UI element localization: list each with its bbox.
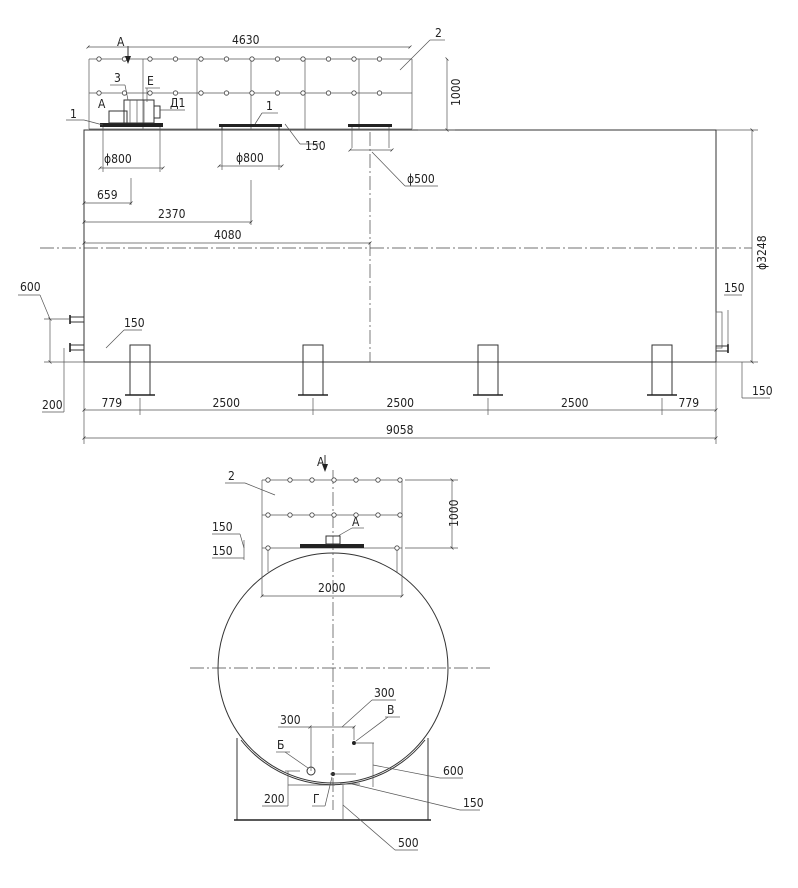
- end-dim-300b: 300: [374, 686, 395, 700]
- dim-total-length: 9058: [386, 423, 414, 437]
- railing-post: [325, 56, 332, 62]
- support-leg: [302, 344, 324, 396]
- railing-post: [325, 90, 332, 96]
- dim-659: 659: [97, 188, 118, 202]
- railing-post: [147, 90, 153, 96]
- dim-2370: 2370: [158, 207, 186, 221]
- right-nozzles: [715, 311, 729, 353]
- left-nozzles: [69, 315, 85, 352]
- railing-post: [397, 477, 403, 483]
- end-dim-600: 600: [443, 764, 464, 778]
- dim-hatch1-diameter: ϕ800: [104, 152, 132, 166]
- support-leg: [651, 344, 673, 396]
- saddle-supports: [125, 344, 677, 396]
- end-dim-200: 200: [264, 792, 285, 806]
- end-dim-150a: 150: [212, 520, 233, 534]
- dim-bottom-segment: 2500: [387, 396, 415, 410]
- railing-post: [353, 477, 359, 483]
- support-leg: [129, 344, 151, 396]
- end-view: А 2 1000 150 150 А 2000 300 300 В Б Г: [190, 455, 490, 851]
- section-mark-a: А: [117, 35, 125, 49]
- railing-post: [331, 477, 337, 483]
- end-label-g: Г: [313, 792, 320, 806]
- railing-post: [249, 56, 255, 62]
- dim-right-150: 150: [724, 281, 745, 295]
- end-dim-150: 150: [463, 796, 484, 810]
- railing-post: [274, 90, 281, 96]
- end-label-a: А: [352, 515, 360, 529]
- hatch-2: [219, 124, 282, 130]
- end-label-b: Б: [277, 738, 284, 752]
- end-platform: [261, 477, 403, 596]
- platform-railing: [88, 56, 413, 130]
- side-view: А 4630 2 1000 1 А 3 Е Д1 1 150 ϕ800 ϕ800: [18, 26, 773, 444]
- dim-left-150: 150: [124, 316, 145, 330]
- railing-post: [331, 512, 337, 518]
- dim-4080: 4080: [214, 228, 242, 242]
- railing-post: [375, 477, 381, 483]
- railing-post: [147, 56, 153, 62]
- railing-post: [309, 477, 315, 483]
- end-dim-500: 500: [398, 836, 419, 850]
- railing-post: [353, 512, 359, 518]
- label-2: 2: [435, 26, 442, 40]
- railing-post: [223, 90, 230, 96]
- railing-post: [287, 477, 293, 483]
- dim-bottom-segment: 779: [679, 396, 700, 410]
- label-a: А: [98, 97, 106, 111]
- railing-post: [198, 90, 204, 96]
- railing-post: [265, 545, 271, 551]
- end-dim-300a: 300: [280, 713, 301, 727]
- railing-post: [274, 56, 281, 62]
- dim-hatch-height: 150: [305, 139, 326, 153]
- end-dim-1000: 1000: [447, 499, 461, 527]
- label-3: 3: [114, 71, 121, 85]
- dim-bottom-segment: 2500: [561, 396, 589, 410]
- railing-post: [96, 90, 102, 96]
- dim-right-150-bottom: 150: [752, 384, 773, 398]
- railing-post: [397, 512, 403, 518]
- railing-post: [309, 512, 315, 518]
- railing-post: [351, 90, 357, 96]
- dim-left-600: 600: [20, 280, 41, 294]
- hatch-3: [348, 124, 392, 148]
- label-e: Е: [147, 74, 154, 88]
- railing-post: [287, 512, 293, 518]
- dim-hatch2-diameter: ϕ800: [236, 151, 264, 165]
- dim-bottom-segment: 2500: [213, 396, 241, 410]
- railing-post: [394, 545, 400, 551]
- dim-platform-width: 4630: [232, 33, 260, 47]
- dim-platform-height: 1000: [449, 78, 463, 106]
- label-1-hatch2: 1: [266, 99, 273, 113]
- end-section-mark-a: А: [317, 455, 325, 469]
- railing-post: [376, 90, 383, 96]
- railing-post: [300, 90, 306, 96]
- end-label-v: В: [387, 703, 394, 717]
- railing-post: [265, 512, 271, 518]
- label-d1: Д1: [170, 96, 185, 110]
- railing-post: [96, 56, 102, 62]
- railing-post: [375, 512, 381, 518]
- tank-body: [83, 129, 717, 363]
- railing-post: [172, 90, 179, 96]
- end-label-2: 2: [228, 469, 235, 483]
- hatch-1: [100, 99, 163, 127]
- end-dim-150b: 150: [212, 544, 233, 558]
- railing-post: [198, 56, 204, 62]
- dim-left-200: 200: [42, 398, 63, 412]
- railing-post: [265, 477, 271, 483]
- dim-bottom-segment: 779: [102, 396, 123, 410]
- railing-post: [351, 56, 357, 62]
- railing-post: [376, 56, 383, 62]
- dim-hatch3-diameter: ϕ500: [407, 172, 435, 186]
- support-leg: [477, 344, 499, 396]
- dim-tank-diameter: ϕ3248: [755, 235, 769, 270]
- railing-post: [300, 56, 306, 62]
- railing-post: [223, 56, 230, 62]
- railing-post: [172, 56, 179, 62]
- end-dim-2000: 2000: [318, 581, 346, 595]
- label-1: 1: [70, 107, 77, 121]
- railing-post: [249, 90, 255, 96]
